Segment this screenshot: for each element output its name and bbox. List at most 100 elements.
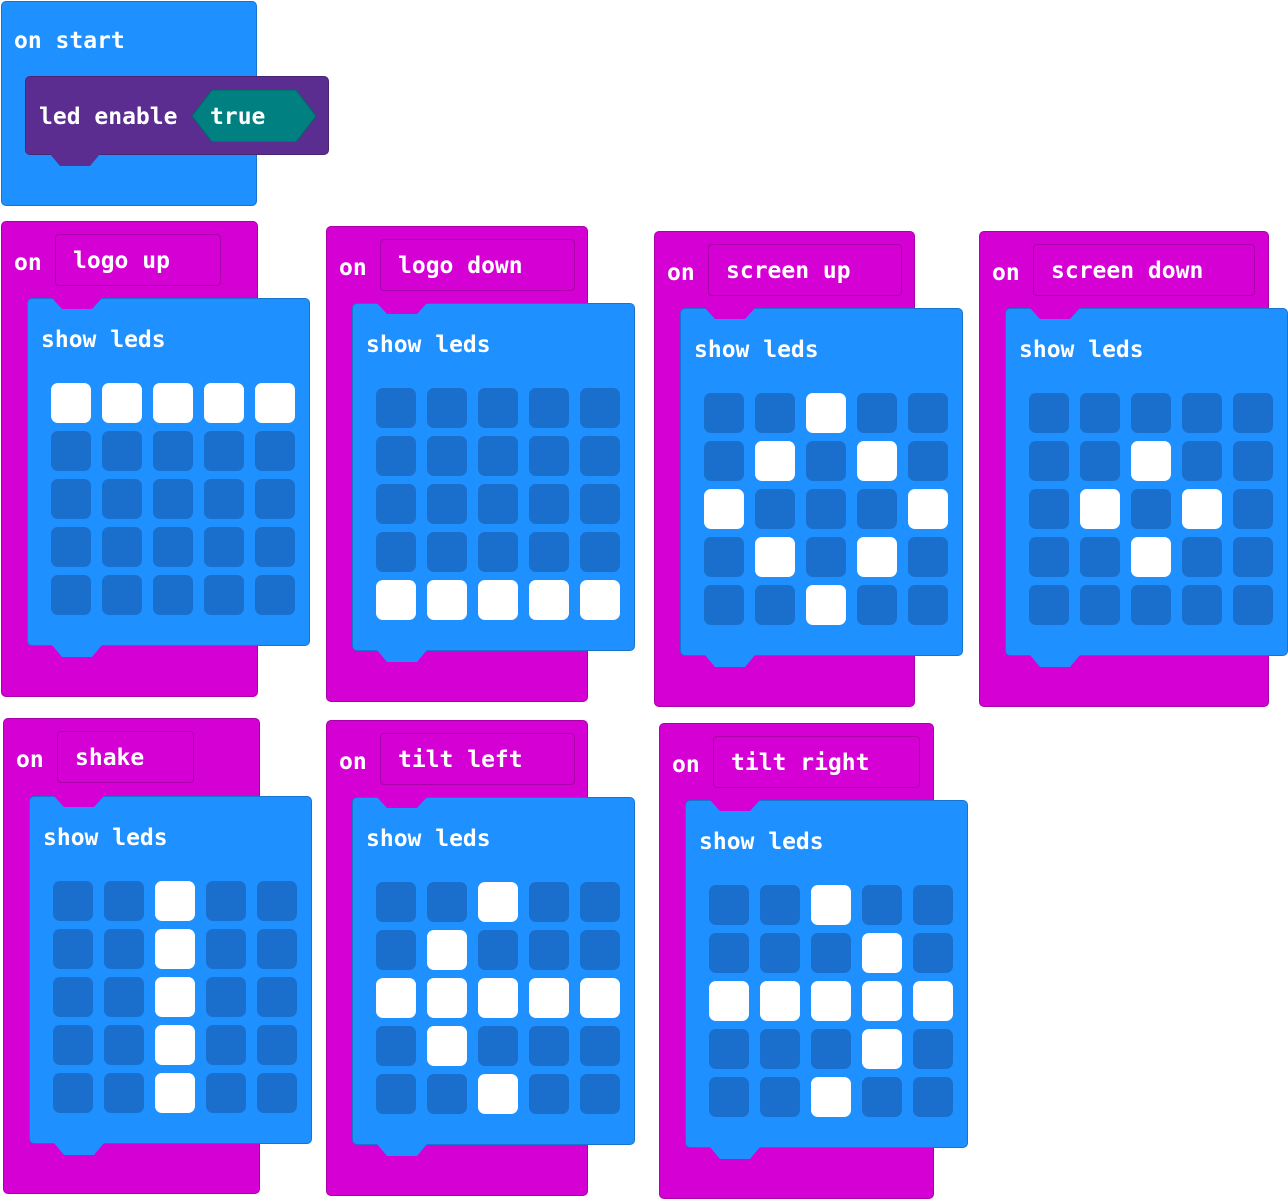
led-cell-r2-c3[interactable]: [529, 978, 569, 1018]
led-cell-r3-c3[interactable]: [529, 1026, 569, 1066]
led-cell-r0-c3[interactable]: [857, 393, 897, 433]
led-cell-r4-c1[interactable]: [427, 580, 467, 620]
led-cell-r3-c2[interactable]: [478, 532, 518, 572]
led-cell-r4-c4[interactable]: [1233, 585, 1273, 625]
led-cell-r3-c1[interactable]: [755, 537, 795, 577]
led-cell-r4-c2[interactable]: [153, 575, 193, 615]
led-cell-r3-c0[interactable]: [709, 1029, 749, 1069]
led-cell-r0-c4[interactable]: [580, 388, 620, 428]
led-cell-r4-c4[interactable]: [257, 1073, 297, 1113]
led-cell-r4-c3[interactable]: [529, 580, 569, 620]
led-cell-r0-c0[interactable]: [704, 393, 744, 433]
led-cell-r3-c1[interactable]: [427, 1026, 467, 1066]
led-cell-r1-c2[interactable]: [811, 933, 851, 973]
led-cell-r0-c4[interactable]: [257, 881, 297, 921]
led-cell-r4-c4[interactable]: [913, 1077, 953, 1117]
led-cell-r3-c1[interactable]: [760, 1029, 800, 1069]
led-cell-r3-c4[interactable]: [580, 1026, 620, 1066]
led-enable-block[interactable]: led enable true: [25, 76, 329, 155]
led-cell-r3-c3[interactable]: [857, 537, 897, 577]
led-cell-r1-c1[interactable]: [104, 929, 144, 969]
led-cell-r4-c0[interactable]: [1029, 585, 1069, 625]
led-cell-r1-c0[interactable]: [376, 930, 416, 970]
led-cell-r2-c4[interactable]: [908, 489, 948, 529]
led-cell-r4-c3[interactable]: [857, 585, 897, 625]
led-cell-r3-c3[interactable]: [206, 1025, 246, 1065]
led-cell-r3-c0[interactable]: [51, 527, 91, 567]
led-cell-r4-c3[interactable]: [206, 1073, 246, 1113]
led-cell-r2-c3[interactable]: [1182, 489, 1222, 529]
led-cell-r0-c2[interactable]: [1131, 393, 1171, 433]
led-cell-r1-c2[interactable]: [478, 930, 518, 970]
led-cell-r1-c3[interactable]: [857, 441, 897, 481]
led-cell-r4-c3[interactable]: [204, 575, 244, 615]
led-cell-r4-c4[interactable]: [580, 580, 620, 620]
led-cell-r3-c2[interactable]: [811, 1029, 851, 1069]
led-cell-r0-c2[interactable]: [811, 885, 851, 925]
led-cell-r3-c2[interactable]: [478, 1026, 518, 1066]
led-cell-r3-c4[interactable]: [580, 532, 620, 572]
led-cell-r1-c0[interactable]: [709, 933, 749, 973]
event-gesture-dropdown[interactable]: screen down: [1033, 244, 1255, 296]
led-cell-r0-c3[interactable]: [204, 383, 244, 423]
led-cell-r4-c3[interactable]: [862, 1077, 902, 1117]
led-cell-r4-c2[interactable]: [155, 1073, 195, 1113]
event-gesture-dropdown[interactable]: logo up: [55, 234, 221, 286]
led-cell-r1-c2[interactable]: [153, 431, 193, 471]
led-cell-r2-c4[interactable]: [913, 981, 953, 1021]
led-cell-r3-c2[interactable]: [153, 527, 193, 567]
led-cell-r0-c4[interactable]: [580, 882, 620, 922]
led-cell-r1-c4[interactable]: [1233, 441, 1273, 481]
led-cell-r4-c0[interactable]: [704, 585, 744, 625]
led-cell-r2-c3[interactable]: [204, 479, 244, 519]
led-cell-r0-c0[interactable]: [709, 885, 749, 925]
led-cell-r0-c1[interactable]: [755, 393, 795, 433]
led-cell-r2-c1[interactable]: [755, 489, 795, 529]
led-cell-r3-c1[interactable]: [104, 1025, 144, 1065]
led-cell-r1-c3[interactable]: [529, 930, 569, 970]
led-cell-r3-c1[interactable]: [102, 527, 142, 567]
led-cell-r4-c4[interactable]: [580, 1074, 620, 1114]
led-cell-r3-c4[interactable]: [908, 537, 948, 577]
led-cell-r0-c2[interactable]: [478, 882, 518, 922]
led-cell-r1-c3[interactable]: [862, 933, 902, 973]
led-cell-r1-c2[interactable]: [806, 441, 846, 481]
led-cell-r4-c0[interactable]: [376, 1074, 416, 1114]
led-cell-r3-c2[interactable]: [155, 1025, 195, 1065]
led-cell-r2-c2[interactable]: [155, 977, 195, 1017]
event-gesture-dropdown[interactable]: tilt left: [380, 733, 575, 785]
led-cell-r2-c3[interactable]: [206, 977, 246, 1017]
led-cell-r2-c0[interactable]: [1029, 489, 1069, 529]
led-cell-r0-c3[interactable]: [1182, 393, 1222, 433]
led-cell-r2-c3[interactable]: [862, 981, 902, 1021]
led-cell-r3-c2[interactable]: [806, 537, 846, 577]
led-cell-r3-c4[interactable]: [255, 527, 295, 567]
led-cell-r3-c3[interactable]: [862, 1029, 902, 1069]
led-cell-r1-c0[interactable]: [53, 929, 93, 969]
led-cell-r4-c2[interactable]: [806, 585, 846, 625]
led-cell-r0-c1[interactable]: [1080, 393, 1120, 433]
led-cell-r1-c3[interactable]: [206, 929, 246, 969]
event-gesture-dropdown[interactable]: shake: [57, 731, 194, 783]
led-cell-r0-c3[interactable]: [206, 881, 246, 921]
led-cell-r2-c1[interactable]: [102, 479, 142, 519]
led-cell-r2-c1[interactable]: [1080, 489, 1120, 529]
led-cell-r2-c3[interactable]: [529, 484, 569, 524]
led-cell-r2-c2[interactable]: [478, 978, 518, 1018]
led-cell-r3-c1[interactable]: [1080, 537, 1120, 577]
led-cell-r4-c1[interactable]: [102, 575, 142, 615]
led-cell-r3-c2[interactable]: [1131, 537, 1171, 577]
led-cell-r0-c0[interactable]: [51, 383, 91, 423]
led-cell-r3-c0[interactable]: [53, 1025, 93, 1065]
led-cell-r1-c1[interactable]: [755, 441, 795, 481]
led-cell-r0-c1[interactable]: [760, 885, 800, 925]
led-cell-r1-c4[interactable]: [580, 930, 620, 970]
led-cell-r0-c4[interactable]: [913, 885, 953, 925]
led-cell-r2-c1[interactable]: [760, 981, 800, 1021]
led-cell-r0-c2[interactable]: [155, 881, 195, 921]
show-leds-block[interactable]: show leds: [352, 797, 635, 1145]
led-cell-r2-c3[interactable]: [857, 489, 897, 529]
true-value-shape[interactable]: [192, 90, 316, 142]
led-cell-r1-c2[interactable]: [155, 929, 195, 969]
led-cell-r0-c2[interactable]: [806, 393, 846, 433]
